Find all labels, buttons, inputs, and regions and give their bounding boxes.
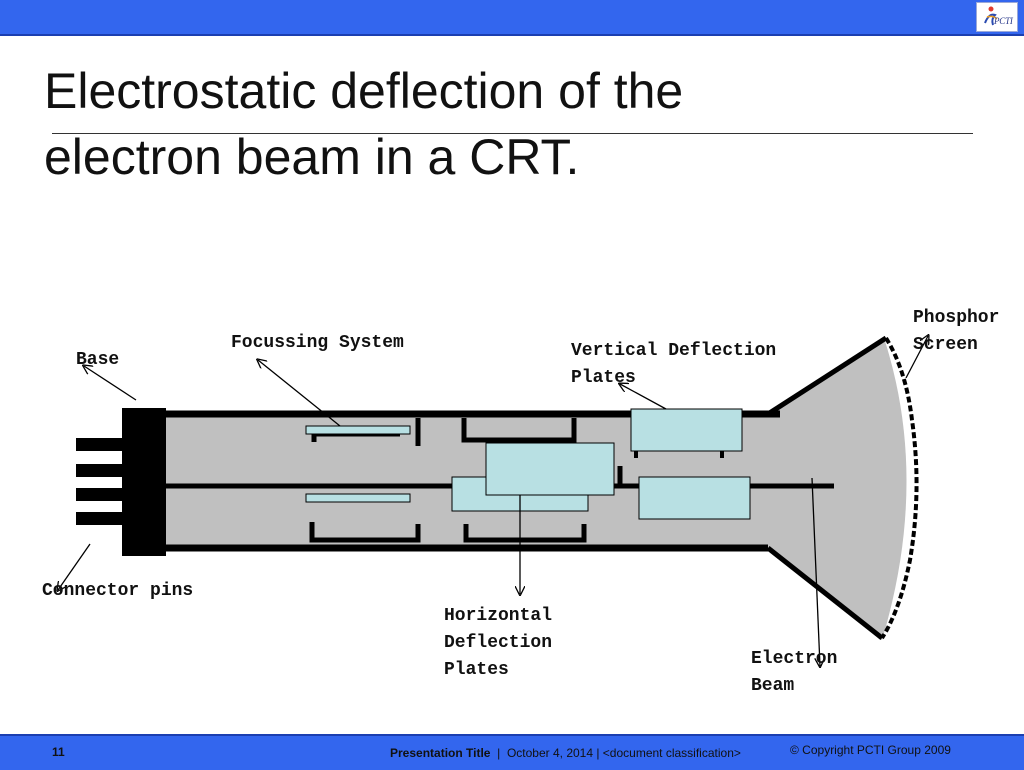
label-phosphor-screen: Phosphor Screen [913, 305, 999, 359]
pcti-logo-icon [984, 6, 998, 26]
page-number: 11 [52, 745, 65, 759]
arrow-phosphor-screen [905, 336, 928, 379]
pointer-arrows [58, 336, 928, 666]
label-phosphor-screen-line2: Screen [913, 335, 978, 355]
presentation-title: Presentation Title [390, 746, 491, 760]
phosphor-screen [880, 336, 919, 640]
label-vertical-deflection: Vertical Deflection Plates [571, 338, 776, 392]
copyright-text: © Copyright PCTI Group 2009 [790, 743, 951, 757]
focus-electrode [305, 425, 411, 435]
logo-text: PCTI [994, 16, 1013, 26]
focus-electrode [305, 493, 411, 503]
vertical-deflection-plates [630, 408, 751, 520]
funnel-bottom-wall [766, 546, 884, 640]
arrow-vertical-plates [620, 384, 667, 410]
connector-pins [76, 438, 124, 525]
title-line-2: electron beam in a CRT. [44, 129, 580, 185]
label-electron-beam-line1: Electron [751, 649, 838, 669]
label-horizontal-deflection-line3: Plates [444, 660, 509, 680]
arrow-electron-beam [811, 477, 820, 666]
label-electron-beam: Electron Beam [751, 646, 837, 700]
horizontal-plate-front [485, 442, 615, 496]
arrow-connector-pins [58, 543, 91, 590]
label-phosphor-screen-line1: Phosphor [913, 308, 1000, 328]
label-electron-beam-line2: Beam [751, 676, 795, 696]
label-connector-pins: Connector pins [42, 581, 194, 601]
slide-title: Electrostatic deflection of the electron… [44, 58, 804, 190]
tube-base [122, 408, 166, 556]
connector-pin [76, 488, 124, 501]
connector-pin [76, 464, 124, 477]
header-bar: PCTI [0, 0, 1024, 36]
focussing-system [305, 418, 623, 543]
label-focussing-system: Focussing System [231, 333, 404, 353]
vertical-plate-bottom [638, 476, 751, 520]
title-underline [52, 133, 973, 134]
footer-bar: 11 Presentation Title | October 4, 2014 … [0, 734, 1024, 770]
title-line-1: Electrostatic deflection of the [44, 63, 684, 119]
pcti-logo: PCTI [976, 2, 1018, 32]
arrow-base [84, 366, 137, 401]
footer-separator: | [497, 746, 501, 760]
horizontal-deflection-plates [451, 442, 615, 512]
vertical-plate-top [630, 408, 743, 452]
label-horizontal-deflection: Horizontal Deflection Plates [444, 603, 552, 684]
funnel-top-wall [766, 335, 888, 417]
footer-date-classification: October 4, 2014 | <document classificati… [506, 746, 741, 760]
label-vertical-deflection-line2: Plates [571, 368, 636, 388]
connector-pin [76, 438, 124, 451]
tube-funnel [768, 338, 907, 640]
label-horizontal-deflection-line1: Horizontal [444, 606, 553, 626]
footer-center: Presentation Title | October 4, 2014 | <… [390, 746, 741, 760]
connector-pin [76, 512, 124, 525]
label-base: Base [76, 350, 120, 370]
label-horizontal-deflection-line2: Deflection [444, 633, 553, 653]
label-vertical-deflection-line1: Vertical Deflection [571, 341, 777, 361]
arrow-focussing-system [258, 360, 341, 427]
